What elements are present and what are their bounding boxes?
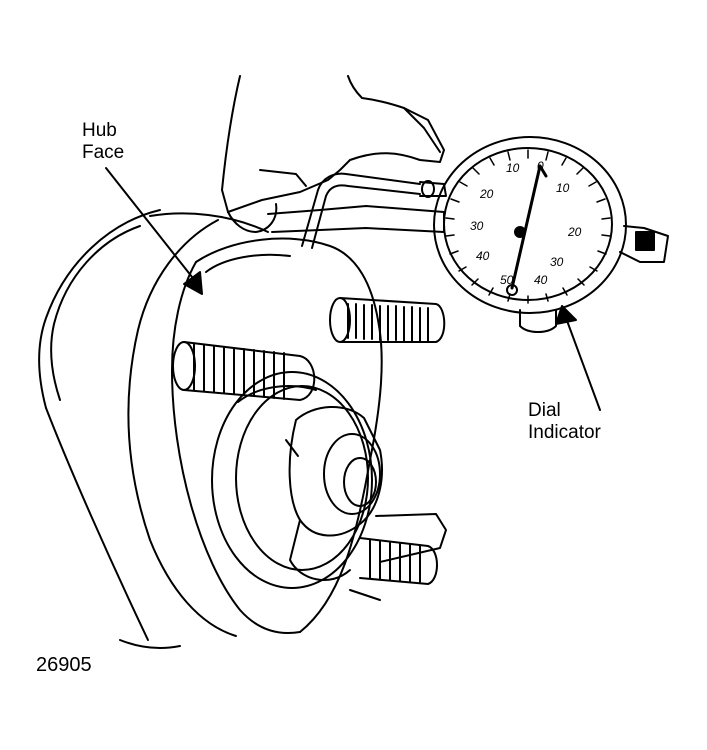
hub-face-arrow — [105, 167, 203, 295]
dial-num-l40: 40 — [476, 249, 490, 263]
dial-num-r40: 40 — [534, 273, 548, 287]
dial-zero: 0 — [537, 159, 544, 173]
dial-num-r30: 30 — [550, 255, 564, 269]
dial-indicator-label: Dial Indicator — [528, 400, 601, 444]
wheel-stud-upper-right — [329, 297, 446, 343]
dial-num-r20: 20 — [567, 225, 582, 239]
dial-num-r10: 10 — [556, 181, 570, 195]
hub-face-label-line2: Face — [82, 142, 125, 163]
dial-scale-left: 10 20 30 40 50 — [470, 161, 520, 287]
figure-number: 26905 — [36, 654, 92, 676]
dial-num-l50: 50 — [500, 273, 514, 287]
dial-indicator-label-line2: Indicator — [528, 422, 601, 443]
indicator-rod — [301, 172, 447, 249]
knuckle-bracket — [221, 75, 445, 233]
hub-face-label: Hub Face — [82, 120, 124, 164]
dial-num-l20: 20 — [479, 187, 494, 201]
dial-scale-right: 10 20 30 40 — [534, 181, 582, 287]
dial-num-l30: 30 — [470, 219, 484, 233]
dial-indicator-gauge — [433, 136, 669, 333]
dial-num-l10: 10 — [506, 161, 520, 175]
dial-indicator-label-line1: Dial — [528, 400, 561, 421]
hub-face-label-line1: Hub — [82, 120, 117, 141]
wheel-stud-left — [172, 341, 316, 401]
brake-rotor — [38, 209, 269, 649]
spindle-nut — [285, 405, 383, 581]
wheel-stud-lower-right — [359, 537, 438, 585]
dial-indicator-arrow — [555, 305, 601, 411]
